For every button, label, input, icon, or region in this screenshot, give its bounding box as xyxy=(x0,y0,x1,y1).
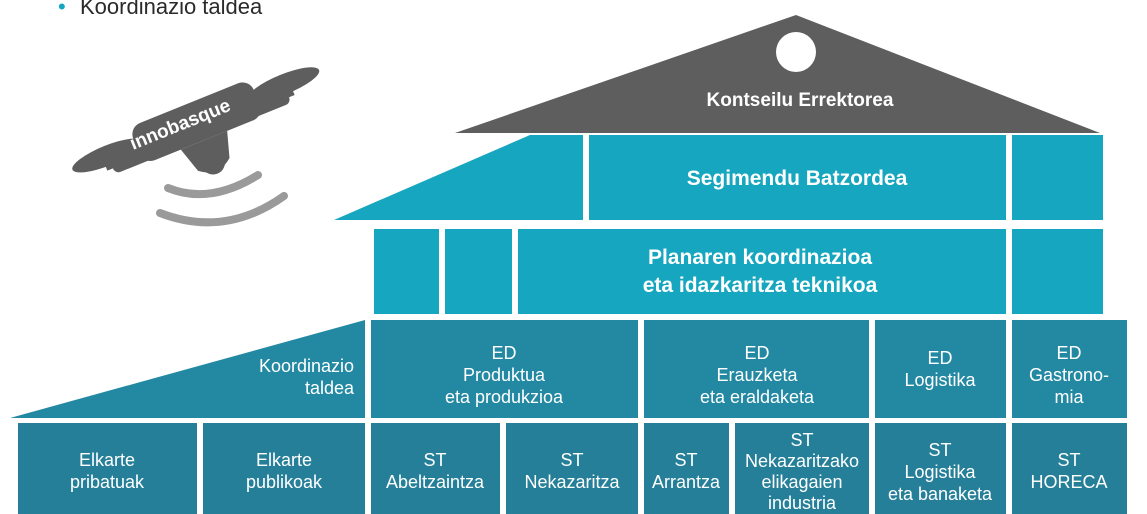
st-horeca-block xyxy=(1012,423,1127,514)
ed-erauzketa-line1: ED xyxy=(744,343,769,363)
segimendu-block xyxy=(589,135,1006,220)
roof-triangle xyxy=(455,15,1100,133)
st-elikagaien-line4: industria xyxy=(768,493,837,513)
koordinazio-label-line2: taldea xyxy=(305,378,355,398)
roof-window-icon xyxy=(776,32,816,72)
st-elikagaien-block xyxy=(735,423,869,514)
floor2-block-a xyxy=(374,229,439,314)
ed-gastronomia-line3: mia xyxy=(1054,387,1084,407)
st-logistika-block xyxy=(875,423,1006,514)
ed-gastronomia-line1: ED xyxy=(1056,343,1081,363)
st-nekazaritza-line2: Nekazaritza xyxy=(524,472,620,492)
caption-bullet: • xyxy=(58,0,66,19)
caption-text: Koordinazio taldea xyxy=(80,0,263,19)
floor1-slope-block xyxy=(334,135,583,220)
elkarte-publikoak-block xyxy=(203,423,365,514)
ed-produktua-line2: Produktua xyxy=(463,365,546,385)
ed-produktua-line3: eta produkzioa xyxy=(445,387,564,407)
floor1-side-block xyxy=(1012,135,1103,220)
ed-erauzketa-block xyxy=(644,320,869,418)
st-elikagaien-line1: ST xyxy=(790,430,813,450)
ed-erauzketa-line2: Erauzketa xyxy=(716,365,798,385)
floor2-block-b xyxy=(445,229,512,314)
st-nekazaritza-block xyxy=(506,423,638,514)
planaren-label-line2: eta idazkaritza teknikoa xyxy=(643,274,878,297)
ed-logistika-line2: Logistika xyxy=(904,370,976,390)
floor2-side-block xyxy=(1012,229,1103,314)
st-abeltzaintza-block xyxy=(371,423,500,514)
elkarte-pribatuak-line2: pribatuak xyxy=(70,472,145,492)
st-arrantza-line2: Arrantza xyxy=(652,472,721,492)
roof-label: Kontseilu Errektorea xyxy=(707,90,894,111)
st-logistika-line3: eta banaketa xyxy=(888,484,993,504)
planaren-block xyxy=(518,229,1006,314)
ed-produktua-block xyxy=(371,320,638,418)
st-horeca-line2: HORECA xyxy=(1030,472,1107,492)
ed-logistika-line1: ED xyxy=(927,348,952,368)
st-elikagaien-line3: elikagaien xyxy=(761,472,842,492)
ed-produktua-line1: ED xyxy=(491,343,516,363)
st-nekazaritza-line1: ST xyxy=(560,450,583,470)
drone-icon: innobasque xyxy=(72,67,320,227)
elkarte-pribatuak-block xyxy=(18,423,197,514)
ed-gastronomia-block xyxy=(1012,320,1127,418)
st-elikagaien-line2: Nekazaritzako xyxy=(745,451,859,471)
koordinazio-slope-block xyxy=(10,320,365,418)
ed-gastronomia-line2: Gastrono- xyxy=(1029,365,1109,385)
st-abeltzaintza-line1: ST xyxy=(423,450,446,470)
st-logistika-line2: Logistika xyxy=(904,462,976,482)
st-arrantza-block xyxy=(644,423,729,514)
st-horeca-line1: ST xyxy=(1057,450,1080,470)
ed-logistika-block xyxy=(875,320,1006,418)
koordinazio-label-line1: Koordinazio xyxy=(259,356,354,376)
elkarte-publikoak-line1: Elkarte xyxy=(256,450,312,470)
segimendu-label: Segimendu Batzordea xyxy=(687,167,908,190)
planaren-label-line1: Planaren koordinazioa xyxy=(648,246,872,269)
st-logistika-line1: ST xyxy=(928,440,951,460)
ed-erauzketa-line3: eta eraldaketa xyxy=(700,387,815,407)
st-arrantza-line1: ST xyxy=(674,450,697,470)
elkarte-pribatuak-line1: Elkarte xyxy=(79,450,135,470)
st-abeltzaintza-line2: Abeltzaintza xyxy=(386,472,485,492)
elkarte-publikoak-line2: publikoak xyxy=(246,472,323,492)
